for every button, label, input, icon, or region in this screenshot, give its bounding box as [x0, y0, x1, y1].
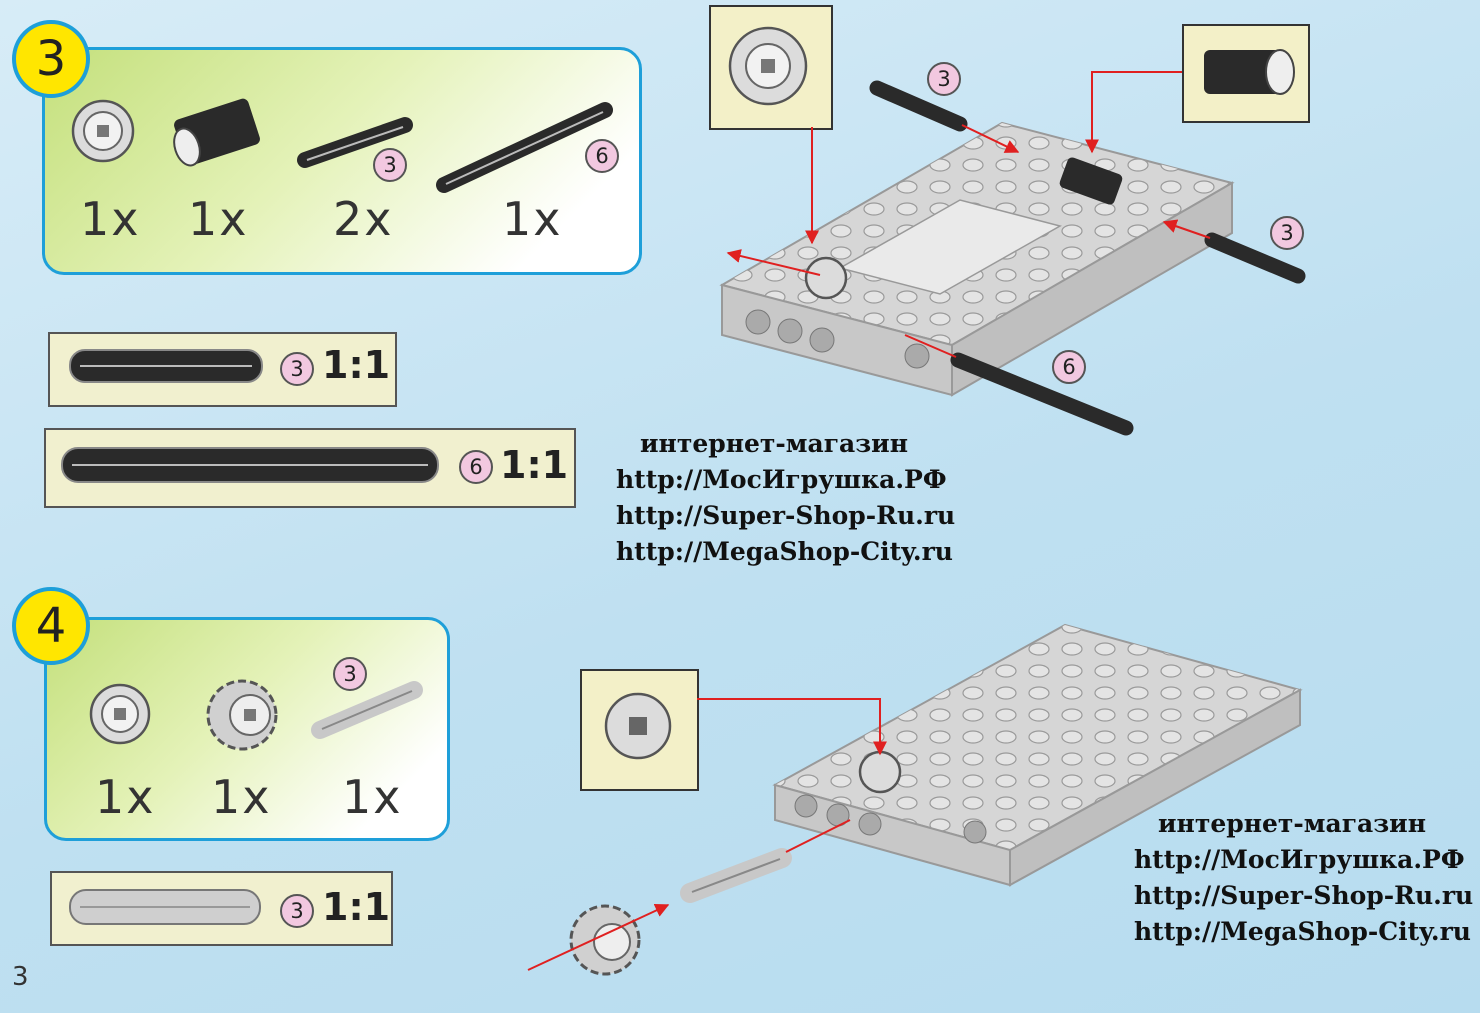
step3-arrow-axle-top [961, 124, 1020, 153]
step4-gear12-qty: 1x [211, 770, 272, 824]
step4-scale-axle3-marker: 3 [280, 894, 314, 928]
step3-assembly-gear-icon [804, 256, 848, 300]
step4-arrow-gear [697, 698, 887, 756]
step3-frame-assembly [719, 121, 1235, 397]
watermark-top-line4[interactable]: http://MegaShop-City.ru [616, 537, 953, 566]
step3-scale-axle6-ratio: 1:1 [500, 443, 569, 487]
step3-assembly-axle6-marker: 6 [1052, 350, 1086, 384]
step4-callout-gear-icon [604, 692, 672, 760]
step4-gear8-qty: 1x [95, 770, 156, 824]
step3-arrow-axle-right [1162, 219, 1211, 239]
step3-badge: 3 [12, 20, 90, 98]
step4-arrow-axle [527, 903, 670, 971]
watermark-bottom-line3[interactable]: http://Super-Shop-Ru.ru [1134, 881, 1474, 910]
step4-arrow-into-frame [785, 819, 851, 853]
step3-assembly-axle-right [1204, 232, 1306, 284]
step3-connector-qty: 1x [188, 192, 249, 246]
watermark-bottom-line4[interactable]: http://MegaShop-City.ru [1134, 917, 1471, 946]
step4-scale-axle3-ratio: 1:1 [322, 885, 391, 929]
watermark-top-line1: интернет-магазин [640, 429, 909, 458]
watermark-bottom: интернет-магазин http://МосИгрушка.РФ ht… [1134, 806, 1473, 950]
page-number: 3 [12, 962, 29, 992]
step3-callout-connector-icon [1204, 49, 1295, 95]
step3-axle3-icon [297, 117, 413, 168]
step4-axle3-qty: 1x [342, 770, 403, 824]
step3-scale-axle3-ratio: 1:1 [322, 343, 391, 387]
watermark-top-line2[interactable]: http://МосИгрушка.РФ [616, 465, 947, 494]
step4-assembly-axle-icon [680, 848, 792, 903]
step3-arrow-out-left [726, 249, 821, 276]
watermark-bottom-line2[interactable]: http://МосИгрушка.РФ [1134, 845, 1465, 874]
watermark-top-line3[interactable]: http://Super-Shop-Ru.ru [616, 501, 956, 530]
step4-assembly-gear-icon [858, 750, 902, 794]
step3-axle3-qty: 2x [333, 192, 394, 246]
step3-gear-qty: 1x [80, 192, 141, 246]
step4-gear12-icon [206, 679, 278, 751]
step4-assembly-loose-gear-icon [569, 904, 641, 976]
step3-assembly-axle3-top-marker: 3 [927, 62, 961, 96]
step3-gear-icon [71, 99, 135, 163]
step3-assembly-connector-icon [1059, 157, 1123, 205]
step4-axle3-icon [311, 681, 423, 739]
step3-axle3-size-marker: 3 [373, 148, 407, 182]
step3-arrow-axle6 [904, 334, 957, 358]
step3-assembly-axle6 [950, 352, 1134, 436]
step3-callout-gear-icon [728, 26, 808, 106]
step3-axle6-size-marker: 6 [585, 139, 619, 173]
step4-axle3-size-marker: 3 [333, 657, 367, 691]
step3-axle6-qty: 1x [502, 192, 563, 246]
step3-assembly-axle-top [869, 80, 968, 132]
step4-badge: 4 [12, 587, 90, 665]
step4-gear8-icon [89, 683, 151, 745]
step4-frame-assembly [772, 623, 1303, 887]
watermark-bottom-line1: интернет-магазин [1158, 809, 1427, 838]
step3-parts-panel [42, 47, 642, 275]
step3-axle6-icon [436, 102, 613, 193]
step3-arrow-connector [1085, 71, 1182, 154]
step3-scale-axle3-marker: 3 [280, 352, 314, 386]
watermark-top: интернет-магазин http://МосИгрушка.РФ ht… [616, 426, 955, 570]
step3-assembly-axle3-right-marker: 3 [1270, 216, 1304, 250]
step3-connector-icon [173, 98, 260, 167]
step3-scale-axle6-marker: 6 [459, 450, 493, 484]
